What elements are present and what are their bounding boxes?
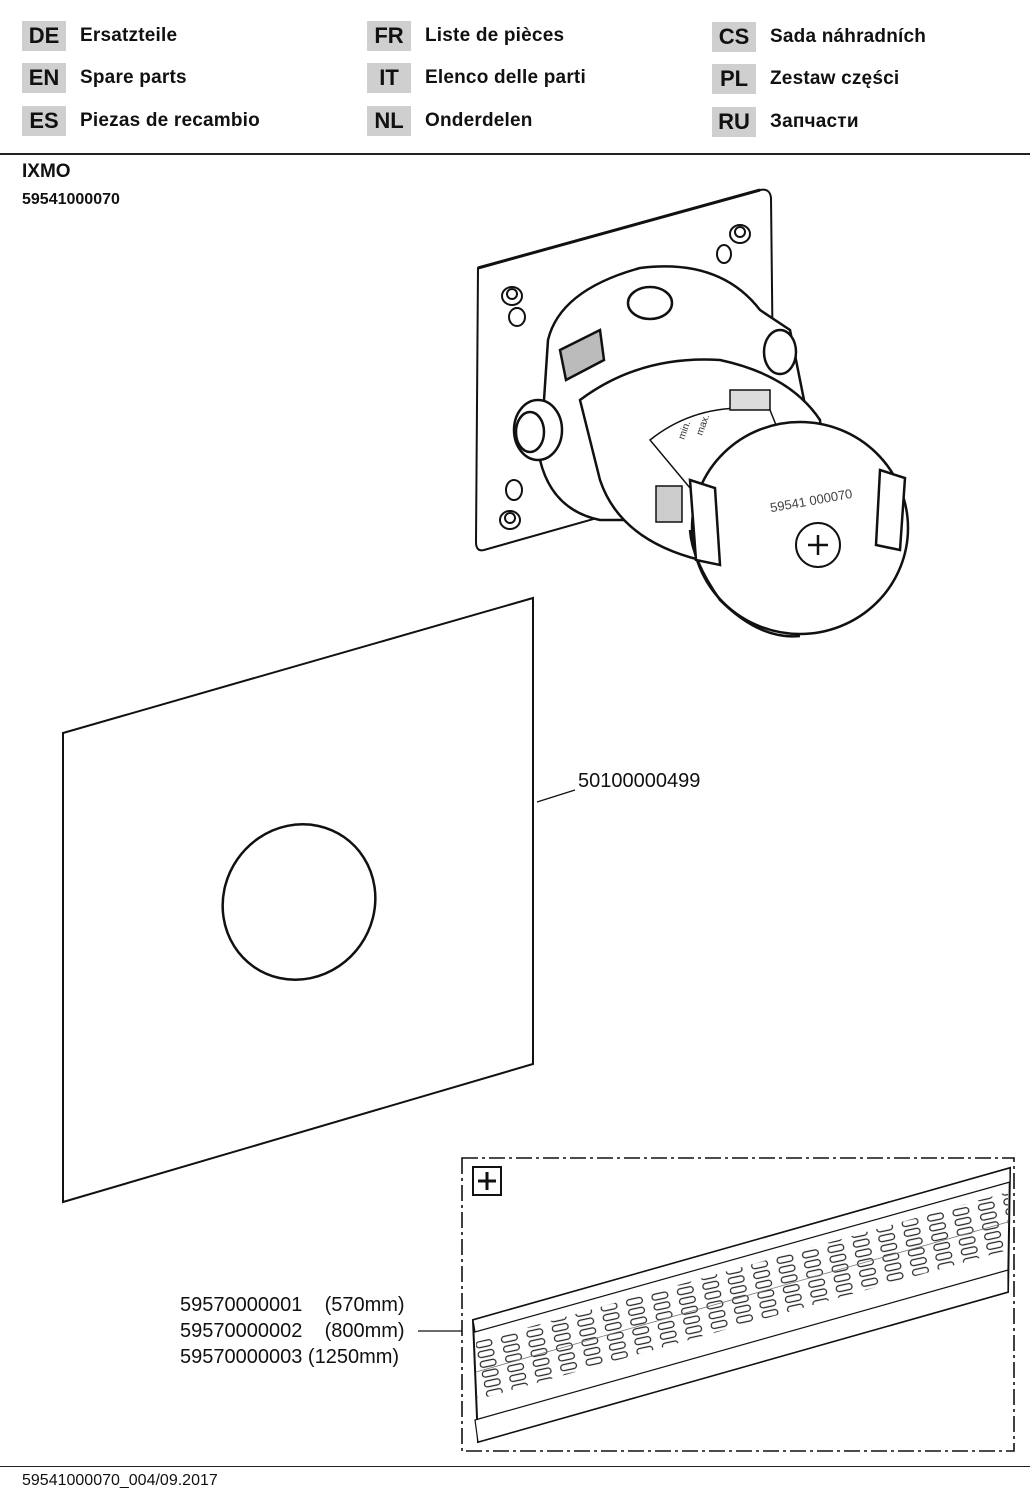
lang-nl: NL Onderdelen	[367, 105, 533, 137]
lang-label-nl: Onderdelen	[425, 110, 533, 131]
lang-code-cs: CS	[712, 22, 756, 52]
lang-label-it: Elenco delle parti	[425, 67, 586, 88]
footer-reference: 59541000070_004/09.2017	[22, 1472, 218, 1489]
lang-pl: PL Zestaw części	[712, 63, 899, 95]
lang-label-ru: Запчасти	[770, 111, 859, 132]
lang-code-fr: FR	[367, 21, 411, 51]
product-number: 59541000070	[22, 191, 120, 208]
plus-icon	[472, 1166, 502, 1196]
lang-label-es: Piezas de recambio	[80, 110, 260, 131]
header-divider	[0, 153, 1030, 155]
lang-es: ES Piezas de recambio	[22, 105, 260, 137]
lang-label-de: Ersatzteile	[80, 25, 178, 46]
lang-en: EN Spare parts	[22, 62, 187, 94]
part-number-rail-800: 59570000002 (800mm)	[180, 1320, 405, 1342]
lang-label-fr: Liste de pièces	[425, 25, 565, 46]
thermostat-valve-body	[512, 265, 910, 638]
lang-ru: RU Запчасти	[712, 106, 859, 138]
product-name: IXMO	[22, 161, 71, 182]
mounting-rail	[471, 1166, 1012, 1444]
lang-label-pl: Zestaw części	[770, 68, 900, 89]
lang-label-cs: Sada náhradních	[770, 26, 927, 47]
mounting-screws	[499, 224, 751, 530]
lang-code-de: DE	[22, 21, 66, 51]
lang-code-ru: RU	[712, 107, 756, 137]
lang-fr: FR Liste de pièces	[367, 20, 564, 52]
footer-divider	[0, 1466, 1030, 1467]
lang-code-pl: PL	[712, 64, 756, 94]
lang-cs: CS Sada náhradních	[712, 21, 926, 53]
seal-plate-leader-line	[536, 789, 576, 803]
part-number-rail-570: 59570000001 (570mm)	[180, 1294, 405, 1316]
lang-code-en: EN	[22, 63, 66, 93]
lang-code-es: ES	[22, 106, 66, 136]
lang-it: IT Elenco delle parti	[367, 62, 586, 94]
lang-code-nl: NL	[367, 106, 411, 136]
part-number-seal-plate: 50100000499	[578, 770, 701, 792]
lang-label-en: Spare parts	[80, 67, 187, 88]
lang-code-it: IT	[367, 63, 411, 93]
lang-de: DE Ersatzteile	[22, 20, 177, 52]
rail-detail-frame	[461, 1157, 1015, 1452]
part-number-rail-1250: 59570000003 (1250mm)	[180, 1346, 400, 1368]
seal-plate	[62, 596, 534, 1204]
